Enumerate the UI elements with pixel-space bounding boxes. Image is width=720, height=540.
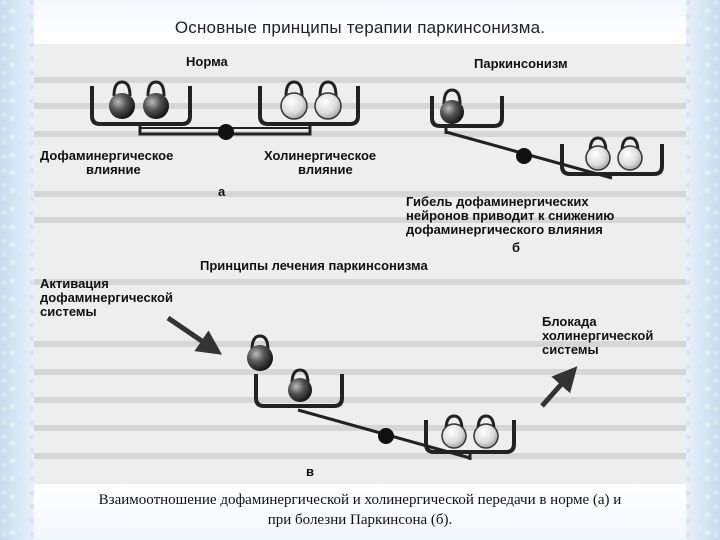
treatment-title: Принципы лечения паркинсонизма	[200, 258, 428, 273]
scale-diagram: Норма Дофаминергическое влияние Холинерг…	[34, 44, 686, 484]
parkinsonism-label: Паркинсонизм	[474, 56, 568, 71]
fulcrum	[218, 124, 234, 140]
activation-label-line1: Активация	[40, 276, 109, 291]
slide-frame-right	[686, 0, 720, 540]
marker-c: в	[306, 464, 314, 479]
caption-line2: при болезни Паркинсона (б).	[267, 512, 453, 528]
cholinergic-label-line1: Холинергическое	[264, 148, 376, 163]
marker-b: б	[512, 240, 520, 255]
caption-line1: Взаимоотношение дофаминергической и холи…	[98, 492, 622, 508]
dopaminergic-label-line1: Дофаминергическое	[40, 148, 173, 163]
weight-acetylcholine	[585, 136, 611, 171]
pan-right	[424, 420, 516, 454]
cholinergic-label-line2: влияние	[298, 162, 353, 177]
slide-frame-bottom	[34, 482, 686, 540]
scale-treatment: в	[254, 368, 516, 479]
background-texture	[34, 77, 686, 459]
weight-acetylcholine	[441, 414, 467, 449]
norm-label: Норма	[186, 54, 229, 69]
scale-parkinsonism: Паркинсонизм Гибель дофаминергических не…	[406, 56, 664, 255]
slide-frame-left	[0, 0, 34, 540]
weight-dopamine	[288, 368, 312, 402]
weight-acetylcholine	[314, 80, 342, 120]
blockade-label-line2: холинергической	[542, 328, 653, 343]
slide-frame-top	[34, 0, 686, 42]
weight-dopamine-added	[247, 334, 273, 371]
pan-left	[254, 374, 344, 408]
fulcrum	[516, 148, 532, 164]
activation-label-line3: системы	[40, 304, 97, 319]
blockade-label-line1: Блокада	[542, 314, 597, 329]
weight-dopamine	[109, 80, 135, 119]
activation-arrow	[166, 315, 223, 355]
neuron-death-note-line1: Гибель дофаминергических	[406, 194, 589, 209]
scale-diagram-svg: Норма Дофаминергическое влияние Холинерг…	[34, 54, 686, 479]
marker-a: а	[218, 184, 226, 199]
weight-acetylcholine	[473, 414, 499, 449]
pan-right	[560, 144, 664, 176]
figure-caption: Взаимоотношение дофаминергической и холи…	[40, 490, 680, 530]
blockade-arrow	[540, 366, 578, 408]
weight-dopamine	[440, 88, 464, 124]
neuron-death-note-line3: дофаминергического влияния	[406, 222, 603, 237]
scale-norm: Норма Дофаминергическое влияние Холинерг…	[40, 54, 376, 199]
activation-label-line2: дофаминергической	[40, 290, 173, 305]
pan-left	[430, 96, 504, 128]
weight-acetylcholine	[617, 136, 643, 171]
weight-acetylcholine	[280, 80, 308, 120]
fulcrum	[378, 428, 394, 444]
dopaminergic-label-line2: влияние	[86, 162, 141, 177]
neuron-death-note-line2: нейронов приводит к снижению	[406, 208, 614, 223]
slide-title: Основные принципы терапии паркинсонизма.	[174, 18, 546, 37]
blockade-label-line3: системы	[542, 342, 599, 357]
weight-dopamine	[143, 80, 169, 119]
